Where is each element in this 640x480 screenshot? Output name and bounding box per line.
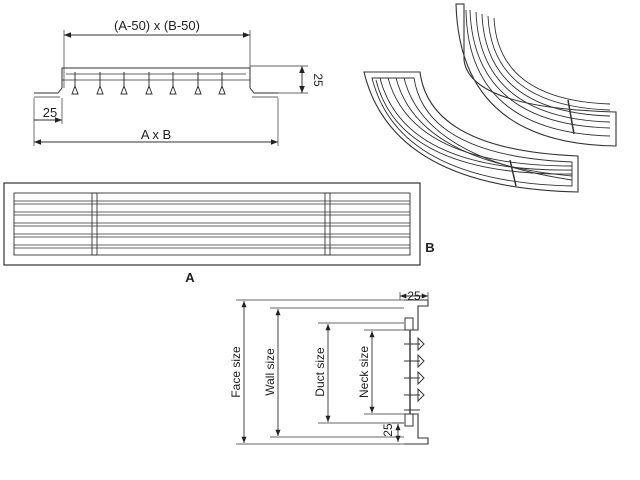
inner-dimension-label: (A-50) x (B-50): [114, 18, 200, 33]
curved-piece-right: [455, 3, 617, 147]
overall-dimension-label: A x B: [141, 127, 171, 142]
height-dimension-label: 25: [311, 73, 325, 87]
caption-a: A: [185, 270, 195, 285]
section-view-vertical: [236, 292, 429, 445]
front-view-grille: [3, 182, 421, 266]
top-25-label: 25: [407, 289, 421, 303]
cross-section-top-view: [33, 30, 308, 146]
support-bar-right: [324, 192, 331, 256]
support-bar-left: [91, 192, 98, 256]
blade-profiles: [71, 72, 226, 95]
front-blades: [14, 200, 410, 249]
section-profile-top: [404, 299, 429, 331]
section-profile-bottom: [404, 413, 429, 445]
face-size-label: Face size: [229, 346, 243, 398]
caption-b: B: [425, 240, 434, 255]
curved-piece-left: [363, 71, 579, 193]
section-blades: [404, 336, 425, 411]
duct-size-label: Duct size: [313, 347, 327, 397]
flange-dimension-label: 25: [43, 105, 57, 120]
grille-profile: [34, 67, 278, 94]
curved-grille-isometric: [363, 3, 617, 193]
wall-size-label: Wall size: [263, 348, 277, 396]
bottom-25-label: 25: [381, 423, 395, 437]
neck-size-label: Neck size: [357, 346, 371, 398]
